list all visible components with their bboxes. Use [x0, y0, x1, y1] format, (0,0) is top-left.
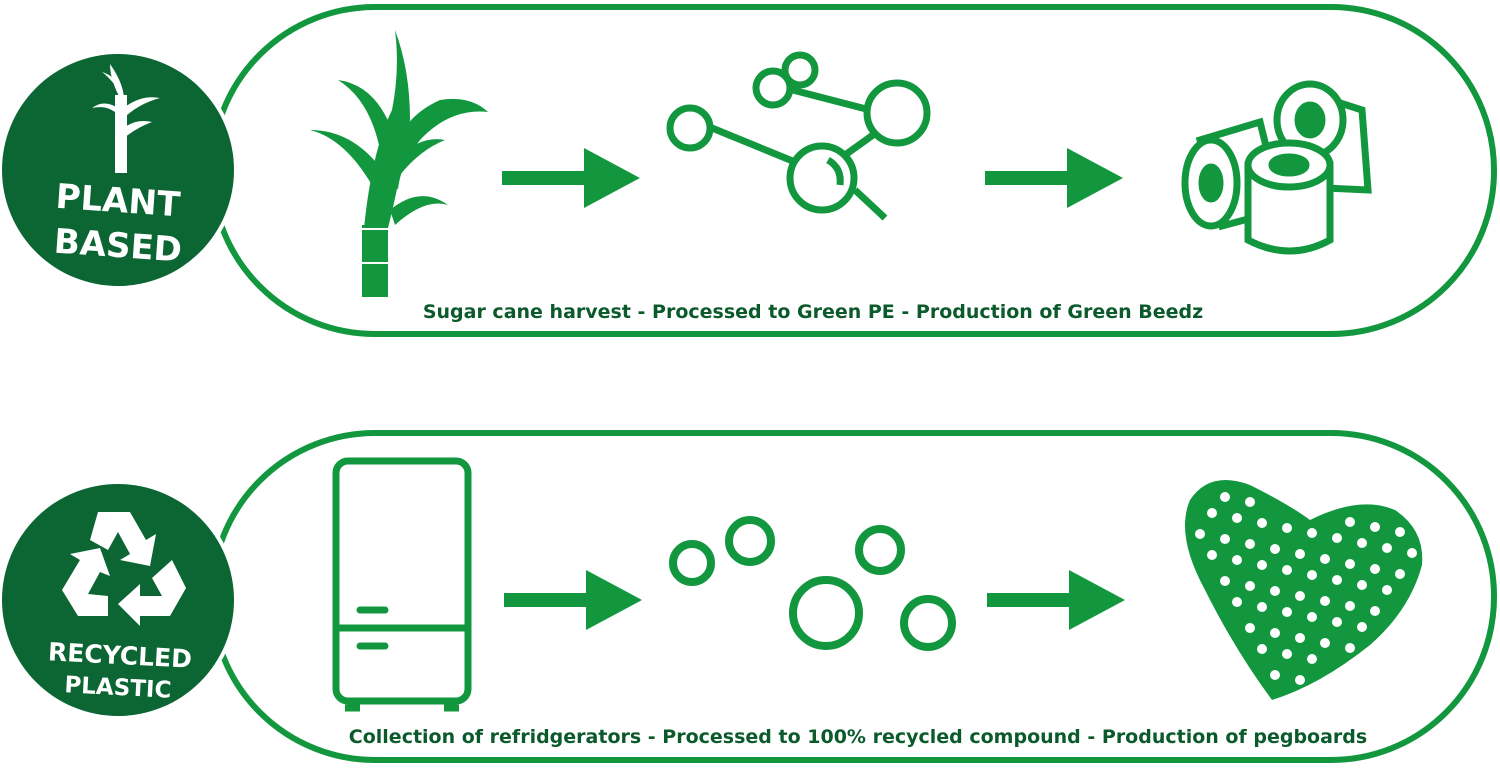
arrow-icon [987, 570, 1125, 630]
peg-hole [1345, 601, 1355, 611]
peg-hole [1307, 570, 1317, 580]
peg-hole [1307, 654, 1317, 664]
peg-hole [1270, 628, 1280, 638]
molecule-icon [666, 51, 931, 221]
peg-hole [1332, 617, 1342, 627]
peg-hole [1382, 543, 1392, 553]
peg-hole [1220, 492, 1230, 502]
peg-hole [1282, 565, 1292, 575]
peg-hole [1332, 575, 1342, 585]
peg-hole [1245, 497, 1255, 507]
peg-hole [1345, 643, 1355, 653]
plant-based-badge: PLANT BASED [0, 50, 238, 290]
process-caption: Collection of refridgerators - Processed… [349, 726, 1367, 748]
badge-line1: PLANT [54, 177, 182, 226]
process-caption: Sugar cane harvest - Processed to Green … [423, 301, 1203, 323]
arrow-icon [985, 148, 1123, 208]
peg-hole [1370, 522, 1380, 532]
peg-hole [1207, 508, 1217, 518]
peg-hole [1232, 597, 1242, 607]
peg-hole [1295, 675, 1305, 685]
peg-hole [1370, 564, 1380, 574]
peg-hole [1220, 576, 1230, 586]
peg-hole [1257, 518, 1267, 528]
peg-hole [1295, 549, 1305, 559]
peg-hole [1295, 591, 1305, 601]
peg-hole [1232, 555, 1242, 565]
sugarcane-icon [310, 30, 488, 297]
peg-hole [1245, 623, 1255, 633]
badge-line2: BASED [53, 222, 184, 271]
peg-hole [1320, 596, 1330, 606]
peg-hole [1232, 513, 1242, 523]
peg-hole [1270, 670, 1280, 680]
peg-hole [1270, 586, 1280, 596]
peg-hole [1357, 580, 1367, 590]
refrigerator-icon [332, 457, 472, 712]
row-plant-based: PLANT BASED [0, 4, 1497, 337]
peg-hole [1382, 585, 1392, 595]
peg-hole [1320, 638, 1330, 648]
peg-hole [1195, 529, 1205, 539]
peg-hole [1395, 569, 1405, 579]
peg-hole [1245, 539, 1255, 549]
arrow-icon [504, 570, 642, 630]
peg-hole [1245, 581, 1255, 591]
badge-line2: PLASTIC [64, 672, 172, 704]
peg-hole [1220, 534, 1230, 544]
peg-hole [1407, 548, 1417, 558]
peg-hole [1370, 606, 1380, 616]
peg-hole [1207, 550, 1217, 560]
peg-hole [1282, 649, 1292, 659]
peg-hole [1282, 607, 1292, 617]
peg-hole [1257, 644, 1267, 654]
peg-hole [1320, 554, 1330, 564]
beads-icon [1181, 80, 1372, 255]
peg-hole [1357, 538, 1367, 548]
sugarcane-icon [92, 64, 160, 173]
peg-hole [1345, 559, 1355, 569]
pegboard-heart-icon [1185, 480, 1423, 700]
peg-hole [1295, 633, 1305, 643]
peg-hole [1345, 517, 1355, 527]
peg-hole [1395, 527, 1405, 537]
peg-hole [1332, 533, 1342, 543]
peg-hole [1307, 612, 1317, 622]
peg-hole [1282, 523, 1292, 533]
peg-hole [1357, 622, 1367, 632]
arrow-icon [502, 148, 640, 208]
peg-hole [1270, 544, 1280, 554]
pellets-icon [669, 516, 956, 651]
row-recycled-plastic: RECYCLED PLASTIC Collection of refridger… [0, 430, 1497, 763]
peg-hole [1307, 528, 1317, 538]
peg-hole [1257, 560, 1267, 570]
peg-hole [1257, 602, 1267, 612]
recycle-icon [62, 512, 186, 626]
recycled-plastic-badge: RECYCLED PLASTIC [0, 480, 238, 720]
